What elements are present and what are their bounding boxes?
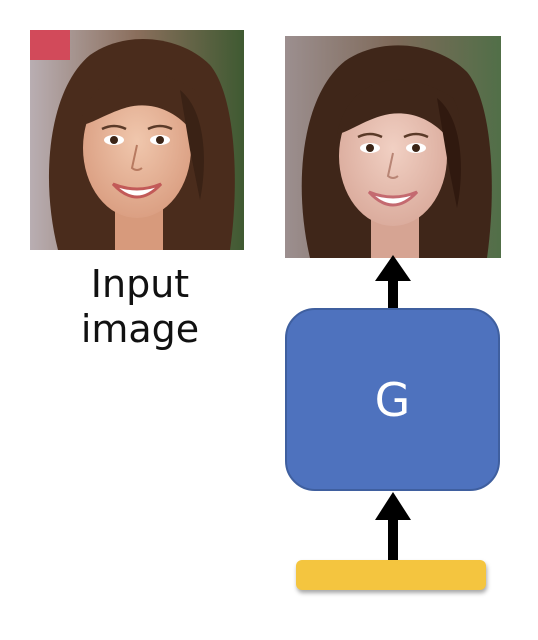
arrow-up-icon xyxy=(375,255,411,311)
caption-line-1: Input xyxy=(90,262,190,306)
generator-label: G xyxy=(374,372,411,427)
latent-vector-bar xyxy=(296,560,486,590)
caption-line-2: image xyxy=(80,307,200,351)
input-image-caption: Input image xyxy=(40,262,240,352)
generated-image xyxy=(285,36,501,258)
arrow-up-icon xyxy=(375,492,411,560)
face-photo-icon xyxy=(30,30,244,250)
generated-face-photo-icon xyxy=(285,36,501,258)
input-image xyxy=(30,30,244,250)
generator-block: G xyxy=(285,308,500,491)
